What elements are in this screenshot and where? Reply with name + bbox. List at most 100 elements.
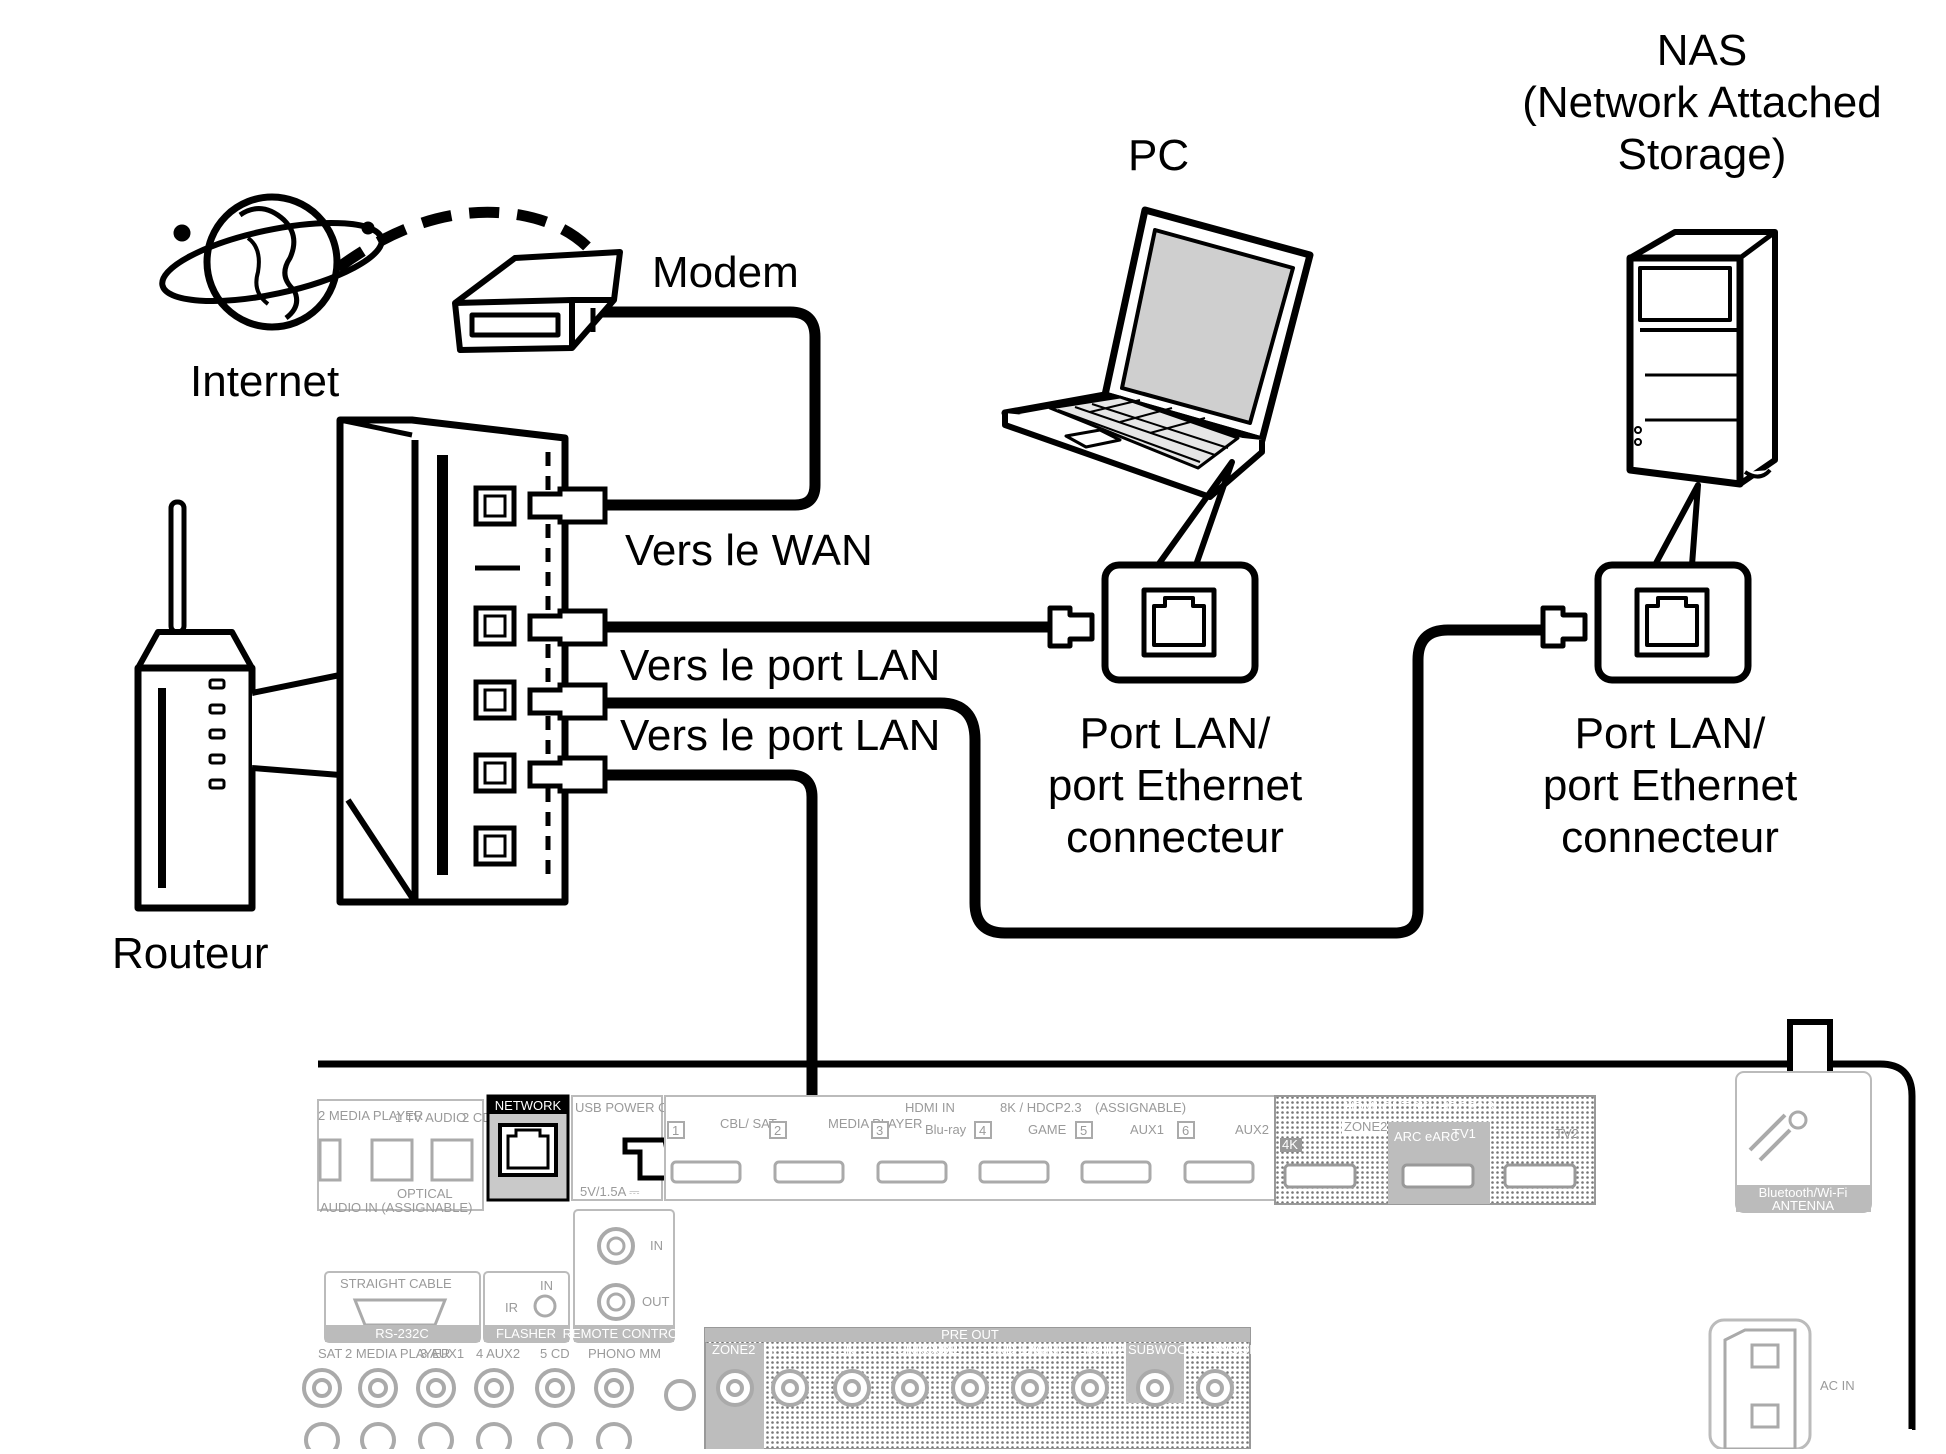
pc-plug <box>1047 605 1095 649</box>
hdmi-in-6-label: AUX1 <box>1130 1122 1164 1137</box>
bt-antenna-block: Bluetooth/Wi-Fi ANTENNA <box>1735 1071 1872 1213</box>
usb-power-only-label: USB POWER ONLY <box>575 1100 693 1115</box>
hdmi-in-2-label: CBL/ SAT <box>720 1116 777 1131</box>
analog-in-label-phono: PHONO MM <box>588 1346 661 1361</box>
cable-router-nas <box>596 624 1551 939</box>
nas-plug <box>1540 605 1588 649</box>
rs232c-cable-label: STRAIGHT CABLE <box>340 1276 452 1291</box>
pre-out-label: PRE OUT <box>941 1327 999 1342</box>
pc-port-label-line1: Port LAN/ <box>1080 709 1272 758</box>
router-port-lan-2 <box>473 679 517 721</box>
nas-port-callout <box>1540 482 1752 684</box>
pre-out-center-label: CENTER <box>828 1342 881 1357</box>
pre-out-height1-label: HEIGHT1 <box>1012 1342 1068 1357</box>
ac-in-block: AC IN <box>1708 1318 1855 1451</box>
hdmi-in-5-label: GAME <box>1028 1122 1067 1137</box>
audio-in-label-optical: OPTICAL <box>397 1186 453 1201</box>
analog-in-label-cd: 5 CD <box>540 1346 570 1361</box>
to-wan-label: Vers le WAN <box>625 526 873 575</box>
remote-control-label: REMOTE CONTROL <box>563 1326 686 1341</box>
cable-modem-wan <box>594 306 821 511</box>
nas-port-label-line2: port Ethernet <box>1543 761 1797 810</box>
internet-globe-icon <box>159 193 605 331</box>
nas-port-label-line3: connecteur <box>1561 813 1779 862</box>
internet-label: Internet <box>190 357 339 406</box>
remote-control-block: IN OUT REMOTE CONTROL <box>563 1209 686 1343</box>
remote-out-label: OUT <box>642 1294 670 1309</box>
pc-ethernet-port-icon <box>1141 587 1217 658</box>
receiver-network-port: NETWORK <box>486 1094 570 1202</box>
hdmi-out-label: HDMI OUT 8K / HDCP2.3 <box>1345 1099 1494 1114</box>
flasher-in-label: IN <box>540 1278 553 1293</box>
to-lan-label-1: Vers le port LAN <box>620 641 940 690</box>
hdmi-in-4: Blu-ray 4 <box>925 1121 1050 1184</box>
nas-port-label-line1: Port LAN/ <box>1575 709 1767 758</box>
to-lan-label-2: Vers le port LAN <box>620 711 940 760</box>
router-ports <box>473 485 517 867</box>
pre-out-surround-label: SURROUND <box>888 1342 963 1357</box>
hdmi-in-4-number: 4 <box>979 1123 986 1138</box>
cable-router-receiver <box>596 769 818 1156</box>
ac-in-label: AC IN <box>1820 1378 1855 1393</box>
nas-tower-icon <box>1626 229 1778 488</box>
pre-out-front-label: FRONT <box>770 1342 815 1357</box>
bt-antenna-label-1: Bluetooth/Wi-Fi <box>1759 1185 1848 1200</box>
nas-ethernet-port-icon <box>1634 587 1710 658</box>
hdmi-out-arc-label: ARC eARC <box>1394 1129 1460 1144</box>
audio-in-label-cd: 2 CD <box>462 1110 492 1125</box>
hdmi-in-6: AUX1 6 AUX2 <box>1130 1121 1269 1184</box>
pre-out-zone2-label: ZONE2 <box>712 1342 755 1357</box>
hdmi-in-6-number: 6 <box>1182 1123 1189 1138</box>
pre-out-subwoofer2-label: SUBWOOFER2 <box>1190 1342 1282 1357</box>
hdmi-in-label: HDMI IN <box>905 1100 955 1115</box>
hdmi-in-spec-label: 8K / HDCP2.3 <box>1000 1100 1082 1115</box>
hdmi-in-1-number: 1 <box>672 1123 679 1138</box>
pre-out-subwoofer1-label: SUBWOOFER1 <box>1128 1342 1220 1357</box>
router-icon <box>134 499 343 912</box>
analog-in-label-aux2: 4 AUX2 <box>476 1346 520 1361</box>
hdmi-out-tv2-label: TV2 <box>1555 1126 1579 1141</box>
flasher-block: IN IR FLASHER <box>483 1271 570 1343</box>
router-label: Routeur <box>112 929 269 978</box>
bt-antenna-label-2: ANTENNA <box>1772 1198 1834 1213</box>
hdmi-in-4-label: Blu-ray <box>925 1122 967 1137</box>
remote-in-label: IN <box>650 1238 663 1253</box>
receiver-plug <box>622 1137 671 1181</box>
flasher-label: FLASHER <box>496 1326 556 1341</box>
audio-in-label-assignable: AUDIO IN (ASSIGNABLE) <box>320 1200 472 1215</box>
hdmi-in-aux2-label: AUX2 <box>1235 1122 1269 1137</box>
audio-in-label-media-player: 2 MEDIA PLAYER <box>318 1108 423 1123</box>
rs232c-block: STRAIGHT CABLE RS-232C <box>324 1271 481 1343</box>
pc-label: PC <box>1128 131 1189 180</box>
pc-port-label-line3: connecteur <box>1066 813 1284 862</box>
pc-port-label-line2: port Ethernet <box>1048 761 1302 810</box>
router-port-lan-3 <box>473 752 517 794</box>
usb-rating-label: 5V/1.5A ⎓ <box>580 1184 640 1199</box>
analog-in-row: SAT 2 MEDIA PLAYER 3 AUX1 4 AUX2 5 CD PH… <box>302 1346 696 1454</box>
nas-label-line1: NAS <box>1657 26 1747 75</box>
rs232c-label: RS-232C <box>375 1326 428 1341</box>
modem-icon <box>452 249 623 353</box>
network-port-label: NETWORK <box>495 1098 562 1113</box>
router-port-wan <box>473 485 517 527</box>
router-port-lan-1 <box>473 605 517 647</box>
audio-in-label-tv: 1 TV AUDIO <box>395 1110 466 1125</box>
modem-label: Modem <box>652 248 799 297</box>
pre-out-surround-back-label: SURROUND BACK <box>940 1342 1054 1357</box>
hdmi-in-3-number: 3 <box>876 1123 883 1138</box>
receiver-chassis-outline <box>318 1060 1916 1430</box>
analog-in-label-aux1: 3 AUX1 <box>420 1346 464 1361</box>
nas-label-line2: (Network Attached <box>1522 78 1882 127</box>
hdmi-out-4k-label: 4K <box>1282 1137 1298 1152</box>
laptop-icon <box>1001 206 1314 500</box>
pre-out-height2-label: HEIGHT2 <box>1068 1342 1124 1357</box>
hdmi-out-block: HDMI OUT 8K / HDCP2.3 4K ZONE2 ARC eARC … <box>1274 1095 1596 1205</box>
receiver-rear-panel: 2 MEDIA PLAYER 1 TV AUDIO 2 CD OPTICAL A… <box>302 1019 1916 1454</box>
nas-label-line3: Storage) <box>1618 130 1787 179</box>
hdmi-in-assignable-label: (ASSIGNABLE) <box>1095 1100 1186 1115</box>
hdmi-in-2-number: 2 <box>774 1123 781 1138</box>
router-plugs <box>527 486 608 794</box>
